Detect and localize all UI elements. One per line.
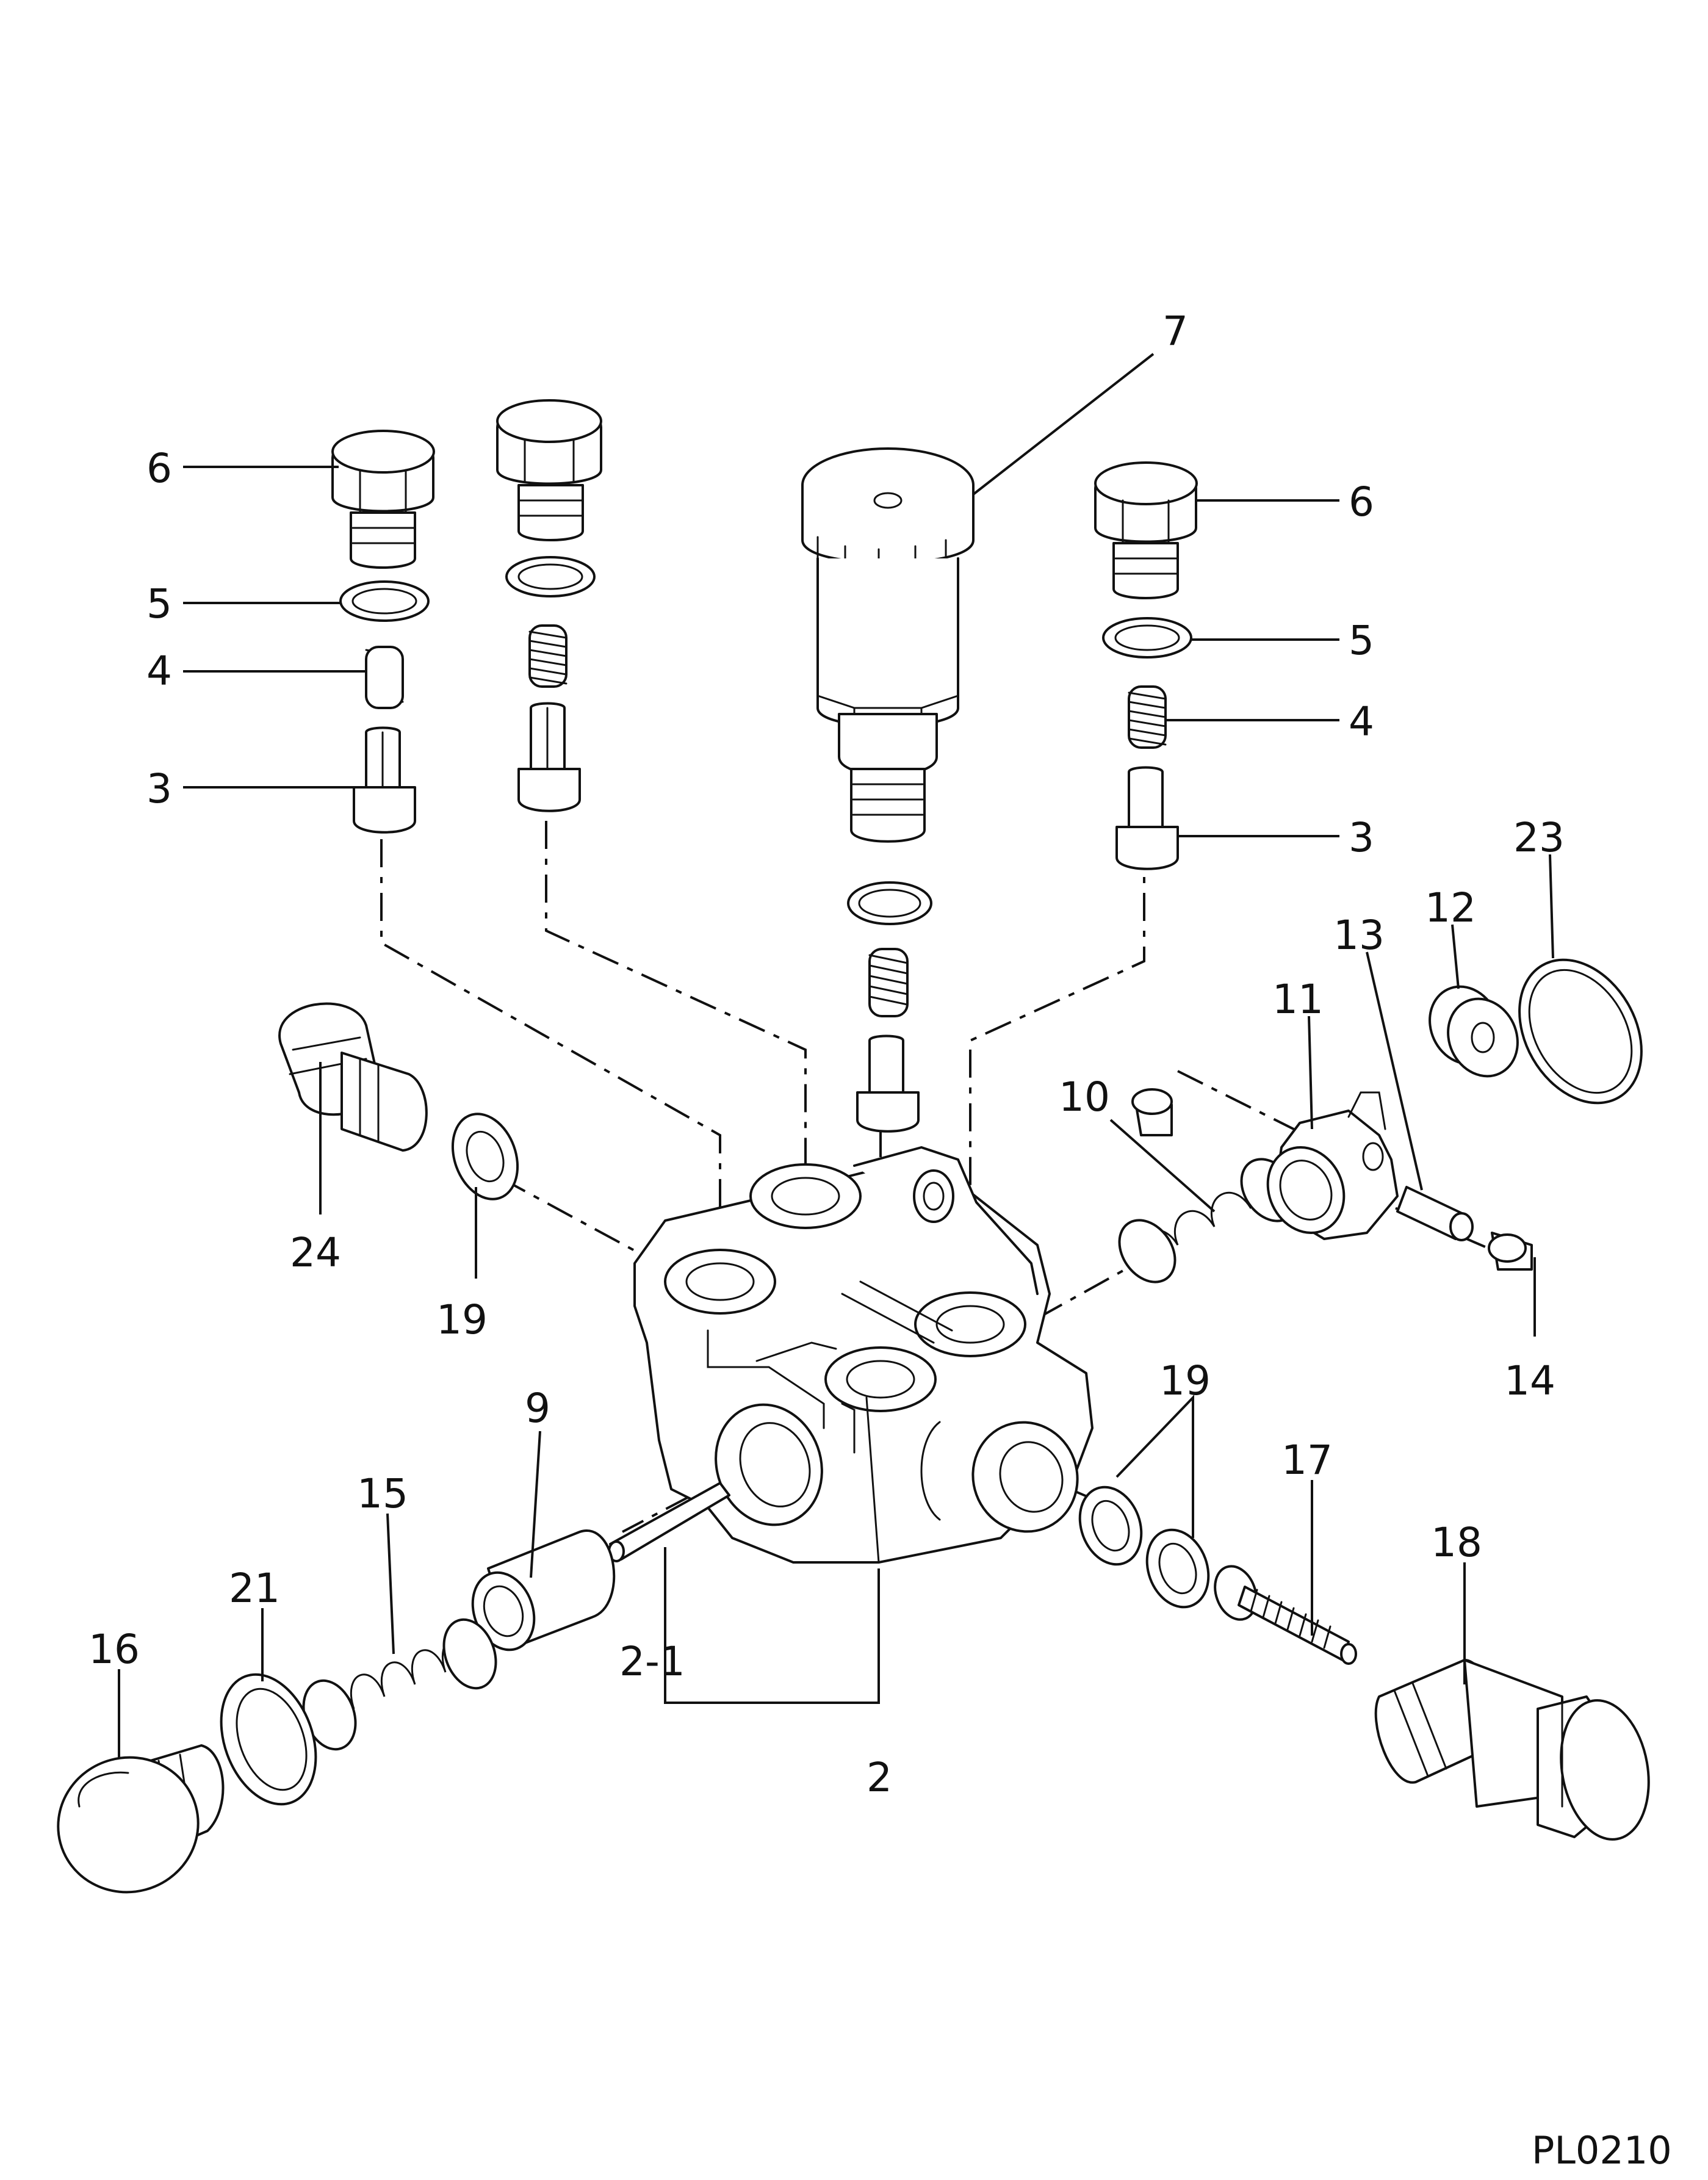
valve-stack-left — [331, 430, 435, 834]
part-label-l12: 12 — [1425, 884, 1476, 931]
washer-part-19-left — [451, 1113, 519, 1200]
part-label-l19a: 19 — [436, 1296, 488, 1343]
part-label-l16: 16 — [88, 1626, 140, 1673]
part-label-l23: 23 — [1513, 814, 1565, 861]
part-label-l21: 21 — [229, 1565, 280, 1612]
part-label-l4b: 4 — [1349, 698, 1374, 745]
drawing-code: PL0210 — [1532, 2128, 1672, 2173]
spring-part-15 — [302, 1618, 497, 1751]
part-label-l6a: 6 — [146, 445, 172, 492]
part-label-l18: 18 — [1431, 1519, 1482, 1566]
part-label-l15: 15 — [357, 1470, 408, 1517]
valve-stack-right — [1094, 461, 1198, 870]
part-label-l3b: 3 — [1349, 814, 1374, 861]
washers-part-19-right — [1078, 1485, 1210, 1609]
washer-part-21 — [220, 1673, 317, 1806]
part-label-l17: 17 — [1281, 1437, 1333, 1484]
right-mechanism — [1118, 958, 1643, 1283]
screw-part-17 — [1214, 1565, 1357, 1665]
priming-pump-part-7 — [801, 447, 975, 1133]
part-label-l2-1: 2-1 — [619, 1638, 685, 1685]
part-label-l5b: 5 — [1349, 617, 1374, 664]
part-label-l3a: 3 — [146, 765, 172, 812]
valve-stack-second — [496, 399, 602, 812]
part-label-l2: 2 — [867, 1754, 892, 1801]
pump-body-part-2 — [633, 1146, 1094, 1564]
part-label-l4a: 4 — [146, 648, 172, 695]
part-label-l24: 24 — [290, 1229, 341, 1276]
plug-part-24 — [278, 1002, 428, 1152]
part-label-l13: 13 — [1333, 912, 1385, 959]
sleeve-part-9 — [471, 1529, 616, 1651]
part-label-l19b: 19 — [1159, 1357, 1211, 1404]
part-label-l11: 11 — [1272, 976, 1324, 1023]
plug-part-18 — [1374, 1659, 1650, 1841]
part-label-l9: 9 — [525, 1385, 550, 1432]
part-label-l6b: 6 — [1349, 478, 1374, 525]
part-label-l5a: 5 — [146, 580, 172, 627]
part-label-l10: 10 — [1059, 1074, 1110, 1121]
part-label-l14: 14 — [1504, 1357, 1555, 1404]
part-label-l7: 7 — [1162, 308, 1188, 355]
plug-part-16 — [57, 1744, 225, 1894]
pin-part-2-1 — [608, 1482, 730, 1562]
leader-lines — [118, 353, 1554, 1758]
